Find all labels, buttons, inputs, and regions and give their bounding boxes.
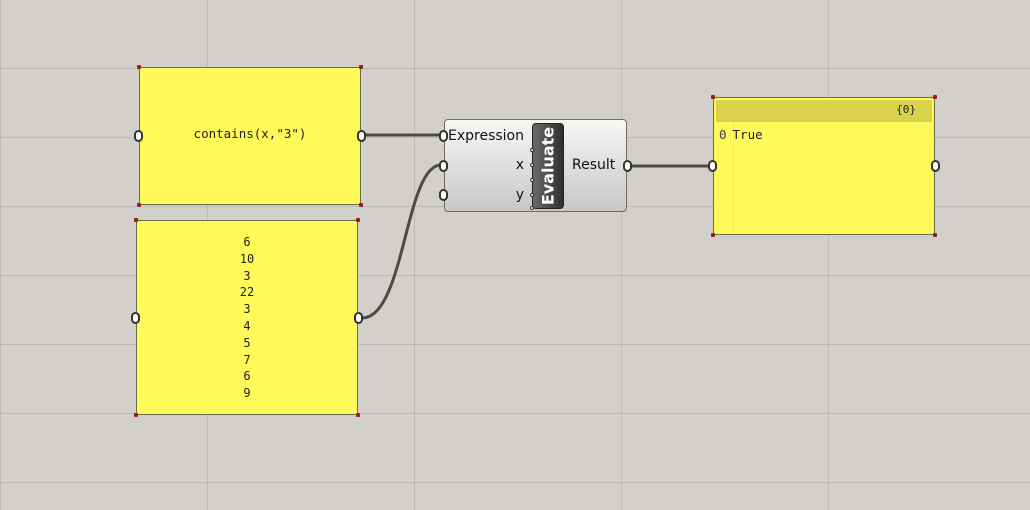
corner-handle	[933, 95, 937, 99]
corner-handle	[356, 218, 360, 222]
value-item: 9	[243, 386, 251, 401]
value-item: 22	[239, 285, 255, 300]
corner-handle	[933, 233, 937, 237]
wire-values-to-x[interactable]	[361, 163, 442, 320]
path-header: {0}	[716, 100, 932, 122]
corner-handle	[711, 95, 715, 99]
value-item: 3	[243, 268, 251, 283]
input-label-y: y	[515, 187, 524, 203]
result-output-port[interactable]	[623, 160, 632, 172]
corner-handle	[137, 203, 141, 207]
result-row: 0 True	[719, 127, 763, 142]
corner-handle	[356, 413, 360, 417]
expression-panel-output-port[interactable]	[357, 130, 366, 142]
input-grip-icon	[530, 163, 534, 167]
x-input-port[interactable]	[439, 160, 448, 172]
result-panel[interactable]: {0} 0 True	[708, 95, 940, 237]
input-label-expression: Expression	[448, 128, 524, 144]
values-panel[interactable]: 6 10 3 22 3 4 5 7 6 9	[131, 218, 363, 417]
expression-panel-input-port[interactable]	[134, 130, 143, 142]
corner-handle	[134, 413, 138, 417]
y-input-port[interactable]	[439, 189, 448, 201]
value-item: 6	[243, 369, 251, 384]
component-title: Evaluate	[538, 126, 558, 206]
expression-panel[interactable]: contains(x,"3")	[134, 65, 366, 207]
value-item: 7	[243, 352, 251, 367]
corner-handle	[711, 233, 715, 237]
corner-handle	[134, 218, 138, 222]
expression-input-port[interactable]	[439, 130, 448, 142]
value-item: 4	[243, 318, 251, 333]
corner-handle	[137, 65, 141, 69]
result-row-value: True	[732, 127, 763, 142]
values-panel-output-port[interactable]	[354, 312, 363, 324]
input-grip-icon	[530, 193, 534, 197]
component-title-bar[interactable]: Evaluate	[532, 123, 564, 209]
value-item: 5	[243, 335, 251, 350]
input-grip-icon	[530, 206, 534, 210]
input-grip-icon	[530, 178, 534, 182]
corner-handle	[359, 65, 363, 69]
output-label-result: Result	[572, 157, 616, 173]
input-grip-icon	[530, 148, 534, 152]
value-item: 3	[243, 302, 251, 317]
result-panel-input-port[interactable]	[708, 160, 717, 172]
evaluate-component[interactable]: Expression x y Evaluate Result	[439, 119, 632, 212]
corner-handle	[359, 203, 363, 207]
result-panel-output-port[interactable]	[931, 160, 940, 172]
value-item: 10	[239, 251, 255, 266]
expression-text[interactable]: contains(x,"3")	[193, 126, 307, 141]
result-row-index: 0	[719, 127, 727, 142]
input-label-x: x	[515, 157, 524, 173]
index-gutter	[733, 122, 734, 232]
value-item: 6	[243, 235, 251, 249]
values-panel-input-port[interactable]	[131, 312, 140, 324]
values-list[interactable]: 6 10 3 22 3 4 5 7 6 9	[137, 234, 357, 402]
